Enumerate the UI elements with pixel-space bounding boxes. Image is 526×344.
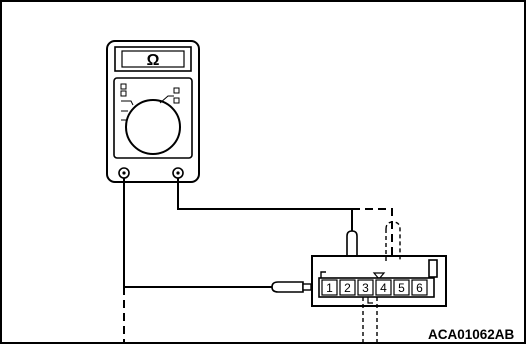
- figure-code: ACA01062AB: [428, 327, 515, 342]
- com-terminal-dot: [122, 171, 126, 175]
- connector-notch: [320, 271, 326, 278]
- v-ohm-terminal-dot: [176, 171, 180, 175]
- pin-cell-4: [375, 279, 392, 296]
- pin-cell-5: [393, 279, 410, 296]
- pin-label-6: 6: [416, 281, 423, 295]
- pin-cell-1: [321, 279, 338, 296]
- pin-label-1: 1: [326, 281, 333, 295]
- pin-label-2: 2: [344, 281, 351, 295]
- harness-tube-dashed: [385, 221, 401, 262]
- ohmmeter-icon: Ω: [106, 40, 200, 183]
- pin-label-4: 4: [380, 281, 387, 295]
- pin-cell-2: [339, 279, 356, 296]
- black-test-lead: [123, 178, 274, 288]
- horizontal-probe: [271, 281, 321, 293]
- pin-label-5: 5: [398, 281, 405, 295]
- pin-label-3: 3: [362, 281, 369, 295]
- harness-wire-dashed: [352, 208, 393, 262]
- range-mark: [173, 97, 180, 104]
- pin-cell-6: [411, 279, 428, 296]
- range-mark: [173, 87, 180, 94]
- range-tick: [121, 100, 134, 106]
- pin3-latch: [367, 297, 373, 304]
- meter-display-window: [121, 50, 185, 68]
- orientation-triangle-icon: [372, 272, 386, 280]
- red-test-lead: [177, 178, 353, 232]
- rotary-dial: [125, 99, 181, 155]
- range-mark: [120, 83, 127, 90]
- range-mark: [120, 90, 127, 97]
- range-tick: [159, 95, 174, 104]
- meter-display-symbol: Ω: [147, 52, 160, 69]
- locking-tab: [428, 259, 438, 278]
- pin-cell-3: [357, 279, 374, 296]
